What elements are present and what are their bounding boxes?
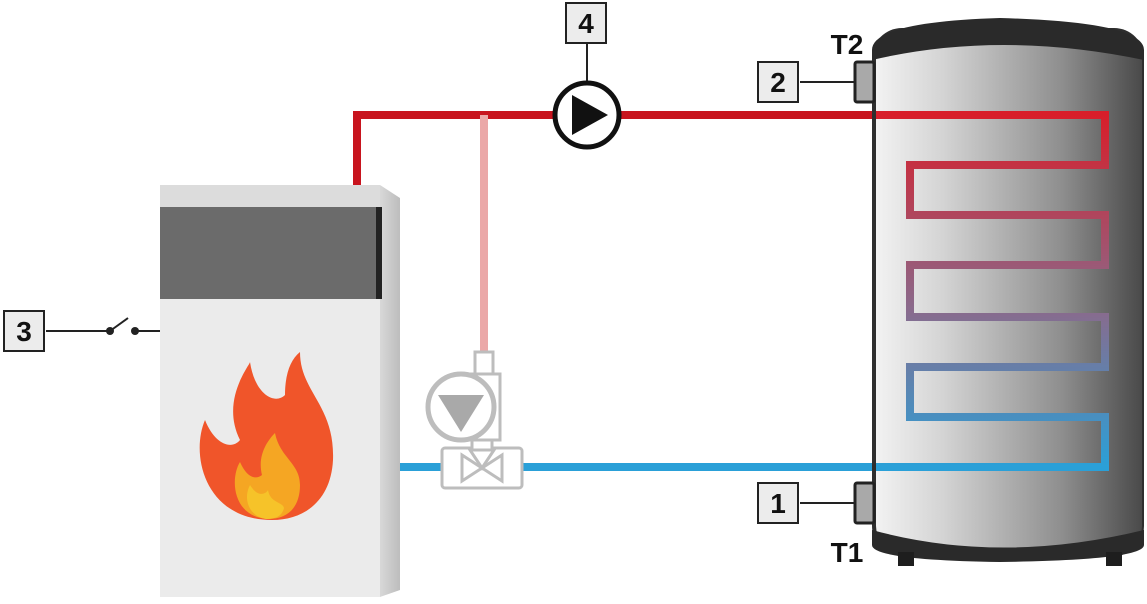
sensor-t2-label: T2 bbox=[831, 29, 864, 60]
boiler-control-panel bbox=[160, 207, 382, 299]
heat-exchanger-coil bbox=[876, 111, 1109, 471]
mixing-pump-icon bbox=[438, 395, 484, 432]
flame-icon bbox=[199, 352, 334, 520]
label-box-3: 3 bbox=[3, 310, 45, 352]
pump-arrow-icon bbox=[572, 95, 608, 135]
sensor-t2 bbox=[853, 60, 876, 104]
tank-foot-left bbox=[898, 552, 914, 566]
label-box-4: 4 bbox=[565, 2, 607, 44]
sensor-t1-label: T1 bbox=[831, 537, 864, 568]
boiler bbox=[160, 185, 400, 597]
label-2-text: 2 bbox=[770, 67, 786, 98]
tank-foot-right bbox=[1106, 552, 1122, 566]
label-box-1: 1 bbox=[757, 482, 799, 524]
valve-icon bbox=[460, 448, 504, 484]
label-4-text: 4 bbox=[578, 8, 594, 39]
switch-symbol bbox=[46, 317, 160, 335]
label-3-text: 3 bbox=[16, 316, 32, 347]
circulation-pump bbox=[552, 44, 622, 150]
hot-supply-pipe bbox=[353, 111, 880, 188]
mixing-unit bbox=[425, 350, 524, 490]
label-1-text: 1 bbox=[770, 488, 786, 519]
sensor-t1 bbox=[853, 481, 876, 525]
label-box-2: 2 bbox=[757, 61, 799, 103]
